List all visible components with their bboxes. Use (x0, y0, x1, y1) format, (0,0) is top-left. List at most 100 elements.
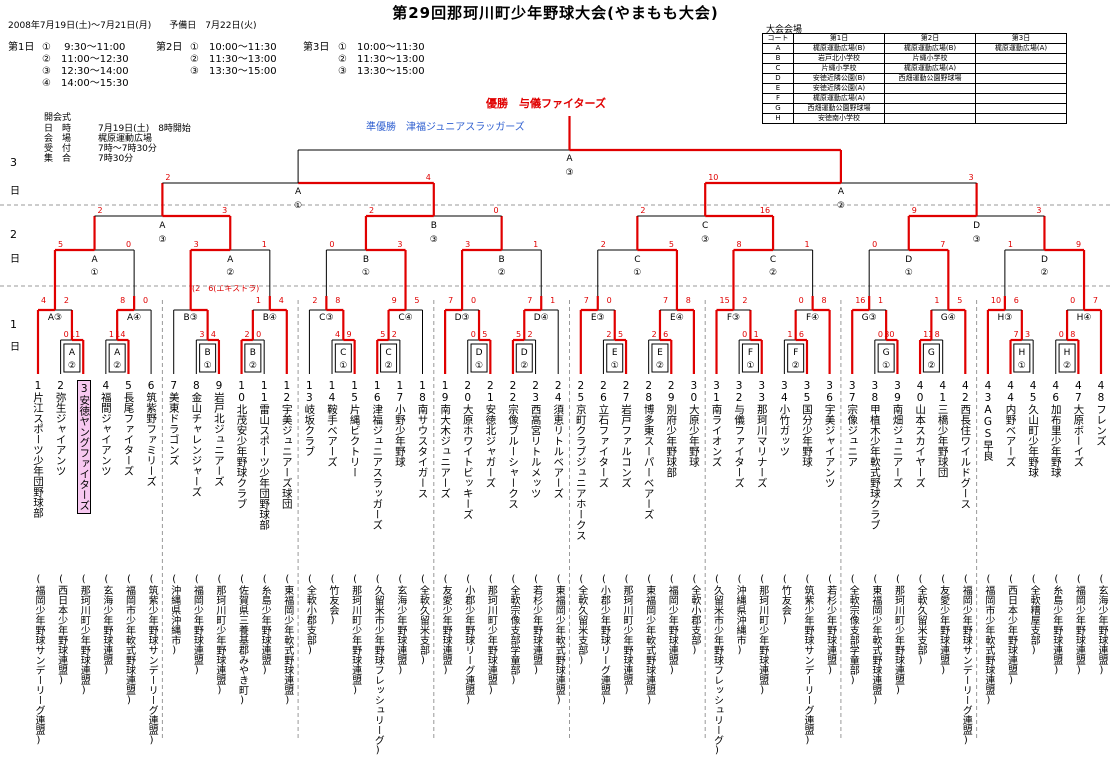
match-label: G③ (862, 313, 877, 323)
match-score: 2 (245, 330, 250, 339)
schedule-day1-slot: ④ 14:00～15:30 (42, 78, 129, 89)
match-number: ① (905, 268, 913, 278)
team-name: 27岩戸ファルコンズ (620, 380, 633, 488)
match-score: 4 (335, 330, 340, 339)
match-number: ① (91, 268, 99, 278)
team-name: 32与儀ファイターズ (733, 380, 746, 488)
match-number: ② (769, 268, 777, 278)
match-score: 1 (787, 330, 792, 339)
match-score: 0 (872, 240, 877, 249)
team-name: 36宇美ジャイアンツ (823, 380, 836, 488)
venue-cell (975, 113, 1067, 124)
team-name: 4福間ジャイアンツ (99, 380, 112, 476)
match-court: B (363, 255, 369, 265)
match-number: ② (226, 268, 234, 278)
match-box (741, 343, 759, 373)
team-name: 5長尾ファイターズ (122, 380, 135, 476)
team-league: (筑紫少年野球サンデーリーグ連盟) (801, 574, 813, 746)
team-name: 17小野少年野球 (393, 380, 406, 467)
match-court: A (227, 255, 234, 265)
schedule-day3-slot: ③ 13:30～15:00 (338, 66, 425, 77)
match-score: 3 (969, 173, 974, 182)
match-score: 9 (347, 330, 352, 339)
schedule-day3-label: 第3日 (303, 42, 330, 53)
match-label: A④ (127, 313, 141, 323)
match-score: 7 (663, 296, 668, 305)
match-score: 0 (471, 296, 476, 305)
team-league: (竹友会) (327, 574, 339, 626)
team-name: 42西長住ワイルドグース (959, 380, 972, 509)
team-league: (福岡少年野球連盟) (1073, 574, 1085, 676)
team-name: 48フレンズ (1095, 380, 1107, 446)
match-score: 2 (312, 296, 317, 305)
match-court: H (1018, 348, 1025, 358)
match-number: ② (520, 361, 528, 371)
match-score: 9 (392, 296, 397, 305)
match-score: 4 (426, 173, 431, 182)
day-suffix: 日 (10, 186, 20, 197)
final-court: A (566, 154, 573, 164)
match-label: B③ (184, 313, 198, 323)
team-league: (沖縄県沖縄市) (168, 574, 180, 656)
match-score: 8 (335, 296, 340, 305)
match-score: 0 (64, 330, 69, 339)
match-score: 3 (465, 240, 470, 249)
match-number: ① (362, 268, 370, 278)
match-court: E (657, 348, 663, 358)
match-score: 4 (279, 296, 284, 305)
opening-label: 日 時 (44, 124, 72, 134)
match-label: F③ (727, 313, 740, 323)
match-box (1013, 343, 1031, 373)
match-score: 5 (482, 330, 487, 339)
opening-value: 梶原運動広場 (98, 134, 153, 144)
match-court: F (793, 348, 798, 358)
match-score: 5 (414, 296, 419, 305)
match-number: ② (249, 361, 257, 371)
match-score: 1 (878, 296, 883, 305)
team-league: (福岡少年野球連盟) (666, 574, 678, 676)
team-league: (那珂川町少年野球連盟) (78, 574, 90, 696)
match-score: 30 (884, 330, 894, 339)
team-league: (友愛少年野球連盟) (937, 574, 949, 676)
team-name: 10北茂安少年野球クラブ (235, 380, 248, 509)
match-number: ③ (158, 235, 166, 245)
opening-heading: 開会式 (44, 113, 72, 123)
match-score: 6 (799, 330, 804, 339)
team-name: 16津福ジュニアスラッガーズ (371, 380, 384, 530)
team-league: (福岡市少年軟式野球連盟) (982, 574, 994, 706)
match-score: 2 (165, 173, 170, 182)
match-label: F④ (806, 313, 819, 323)
match-score: 16 (760, 206, 770, 215)
match-score: 7 (1014, 330, 1019, 339)
match-number: ① (633, 268, 641, 278)
team-league: (全軟久留米支部) (417, 574, 429, 666)
match-score: 3 (199, 330, 204, 339)
match-number: ② (792, 361, 800, 371)
match-score: 8 (686, 296, 691, 305)
match-score: 6 (663, 330, 668, 339)
match-score: 1 (109, 330, 114, 339)
team-league: (佐賀県三養基郡みやき町) (236, 574, 248, 706)
winner-label: 優勝 与儀ファイターズ (486, 97, 607, 110)
match-score: 3 (397, 240, 402, 249)
match-court: B (499, 255, 505, 265)
team-name: 11雷山スポーツ少年団野球部 (258, 380, 271, 530)
extra-inning-note: (2 6(エキストラ) (192, 284, 260, 293)
match-court: C (340, 348, 346, 358)
match-score: 11 (923, 330, 933, 339)
match-score: 1 (934, 296, 939, 305)
match-court: E (612, 348, 618, 358)
match-score: 10 (708, 173, 718, 182)
team-league: (全軟宗像支部学童部) (847, 574, 859, 686)
schedule-day1-slot: ② 11:00～12:30 (42, 54, 129, 65)
match-score: 2 (64, 296, 69, 305)
team-league: (久留米市少年野球フレッシュリーグ) (711, 574, 723, 756)
match-number: ① (204, 361, 212, 371)
match-score: 0 (126, 240, 131, 249)
match-number: ① (1018, 361, 1026, 371)
team-league: (玄海少年野球連盟) (1096, 574, 1107, 676)
team-name: 40山本スカイヤーズ (914, 380, 927, 488)
